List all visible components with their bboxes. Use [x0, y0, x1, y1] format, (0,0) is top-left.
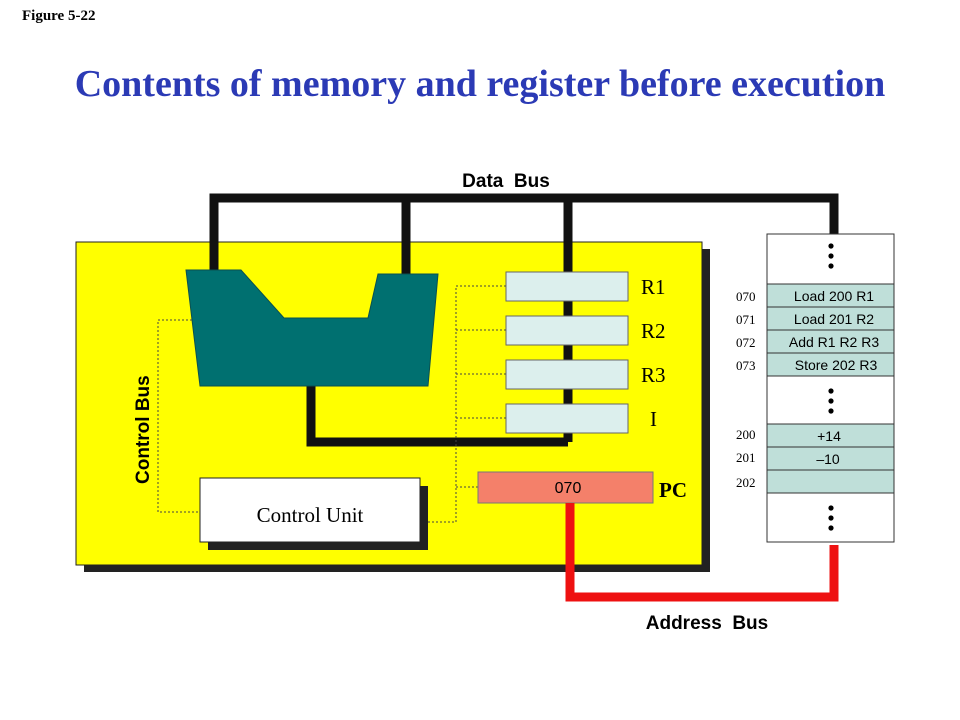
memory-cell-073	[766, 352, 895, 377]
memory-address-070: 070	[736, 289, 756, 304]
register-label-i: I	[650, 407, 657, 431]
register-r2	[505, 315, 629, 346]
memory-content-073: Store 202 R3	[795, 357, 878, 373]
control-unit-label: Control Unit	[257, 503, 364, 527]
memory-box	[766, 233, 895, 543]
alu	[185, 269, 439, 387]
figure-label: Figure 5-22	[22, 8, 96, 24]
memory-cell-202	[766, 469, 895, 494]
control-bus-lines	[157, 285, 506, 523]
register-i	[505, 403, 629, 434]
page-title: Contents of memory and register before e…	[74, 63, 886, 105]
memory-content-072: Add R1 R2 R3	[789, 334, 879, 350]
memory-ellipsis-top-icon	[828, 243, 834, 269]
memory-content-070: Load 200 R1	[794, 288, 874, 304]
register-label-r2: R2	[641, 319, 666, 343]
register-r1	[505, 271, 629, 302]
control-unit	[199, 477, 421, 543]
data-bus-label: Data Bus	[462, 171, 550, 192]
data-bus-line	[209, 193, 839, 272]
pc-label: PC	[659, 478, 687, 502]
memory-ellipsis-middle-icon	[828, 388, 834, 414]
pc-value: 070	[555, 480, 582, 497]
memory-address-202: 202	[736, 475, 756, 490]
memory-ellipsis-bottom-icon	[828, 505, 834, 531]
address-bus-line	[565, 503, 839, 602]
register-label-r1: R1	[641, 275, 666, 299]
memory-address-073: 073	[736, 358, 756, 373]
memory-content-071: Load 201 R2	[794, 311, 874, 327]
register-r3	[505, 359, 629, 390]
control-bus-label: Control Bus	[133, 375, 154, 484]
pc-register	[477, 471, 654, 504]
memory-address-201: 201	[736, 450, 756, 465]
memory-address-072: 072	[736, 335, 756, 350]
memory-address-200: 200	[736, 427, 756, 442]
alu-output-line	[306, 384, 568, 447]
memory-content-200: +14	[817, 428, 841, 444]
memory-address-071: 071	[736, 312, 756, 327]
address-bus-label: Address Bus	[646, 613, 768, 634]
memory-content-201: –10	[816, 451, 840, 467]
register-label-r3: R3	[641, 363, 666, 387]
